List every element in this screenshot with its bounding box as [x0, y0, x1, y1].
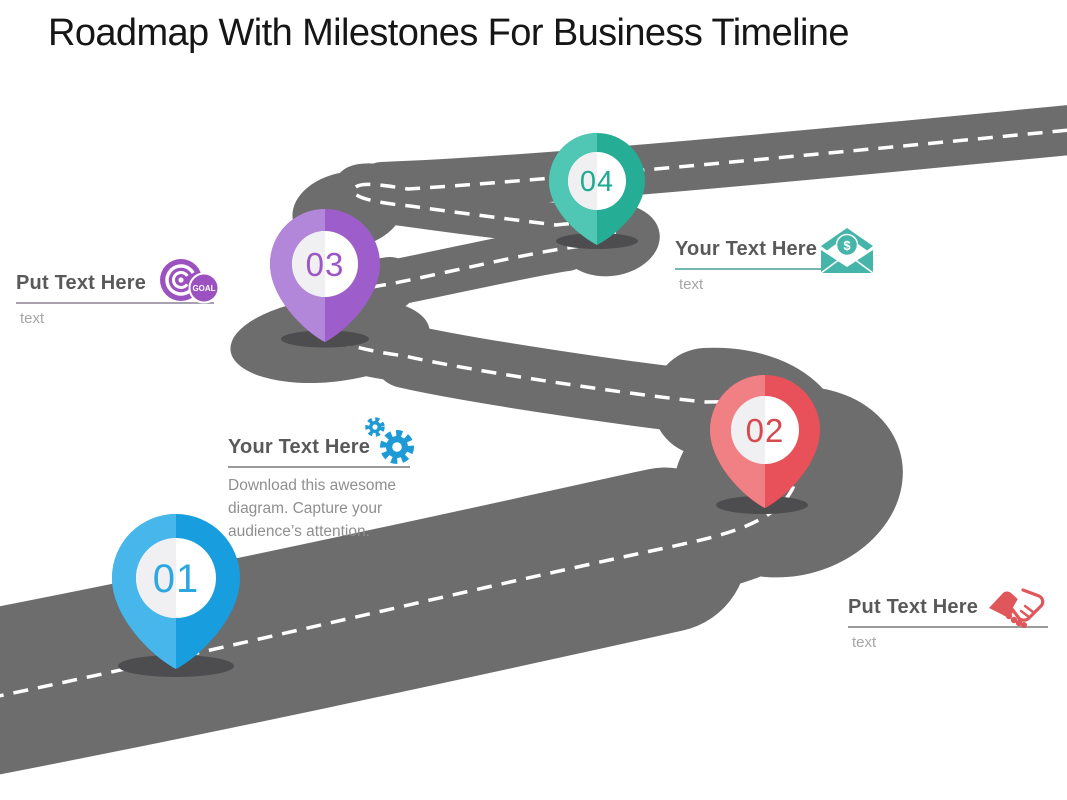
pin-04-number: 04 — [580, 166, 614, 198]
goal-divider-line — [16, 302, 214, 304]
text-block-gears[interactable]: Your Text Here Download this awesome dia… — [228, 417, 418, 543]
handshake-icon — [985, 580, 1049, 637]
goal-target-icon: GOAL — [158, 255, 222, 312]
road-segment-top — [357, 105, 1067, 212]
handshake-body-text: text — [852, 634, 877, 651]
text-block-money[interactable]: Your Text Here $ text — [675, 228, 875, 293]
goal-body-text: text — [20, 310, 45, 327]
gears-heading: Your Text Here — [228, 436, 371, 458]
handshake-heading: Put Text Here — [848, 596, 979, 618]
milestone-pin-01[interactable]: 01 — [112, 514, 240, 669]
text-block-handshake[interactable]: Put Text Here text — [848, 588, 1053, 651]
pin-02-number: 02 — [746, 412, 785, 449]
milestone-pin-03[interactable]: 03 — [270, 209, 380, 342]
money-dollar-symbol: $ — [843, 238, 851, 253]
milestone-pin-04[interactable]: 04 — [549, 133, 645, 245]
pin-01-number: 01 — [153, 557, 200, 601]
slide-title: Roadmap With Milestones For Business Tim… — [48, 12, 849, 54]
milestone-pin-02[interactable]: 02 — [710, 375, 820, 508]
money-divider-line — [675, 268, 860, 270]
money-heading: Your Text Here — [675, 238, 818, 260]
pin-03-number: 03 — [306, 246, 345, 283]
gears-body-text: Download this awesome diagram. Capture y… — [228, 477, 397, 540]
money-body-text: text — [679, 276, 704, 293]
road-dashed-center-line — [0, 128, 1067, 698]
goal-heading: Put Text Here — [16, 272, 147, 294]
text-block-goal[interactable]: Put Text Here GOAL text — [16, 259, 220, 327]
goal-badge-text: GOAL — [192, 284, 215, 293]
money-envelope-icon: $ — [819, 225, 875, 280]
gears-divider-line — [228, 466, 410, 468]
gears-icon — [364, 416, 416, 471]
handshake-divider-line — [848, 626, 1048, 628]
